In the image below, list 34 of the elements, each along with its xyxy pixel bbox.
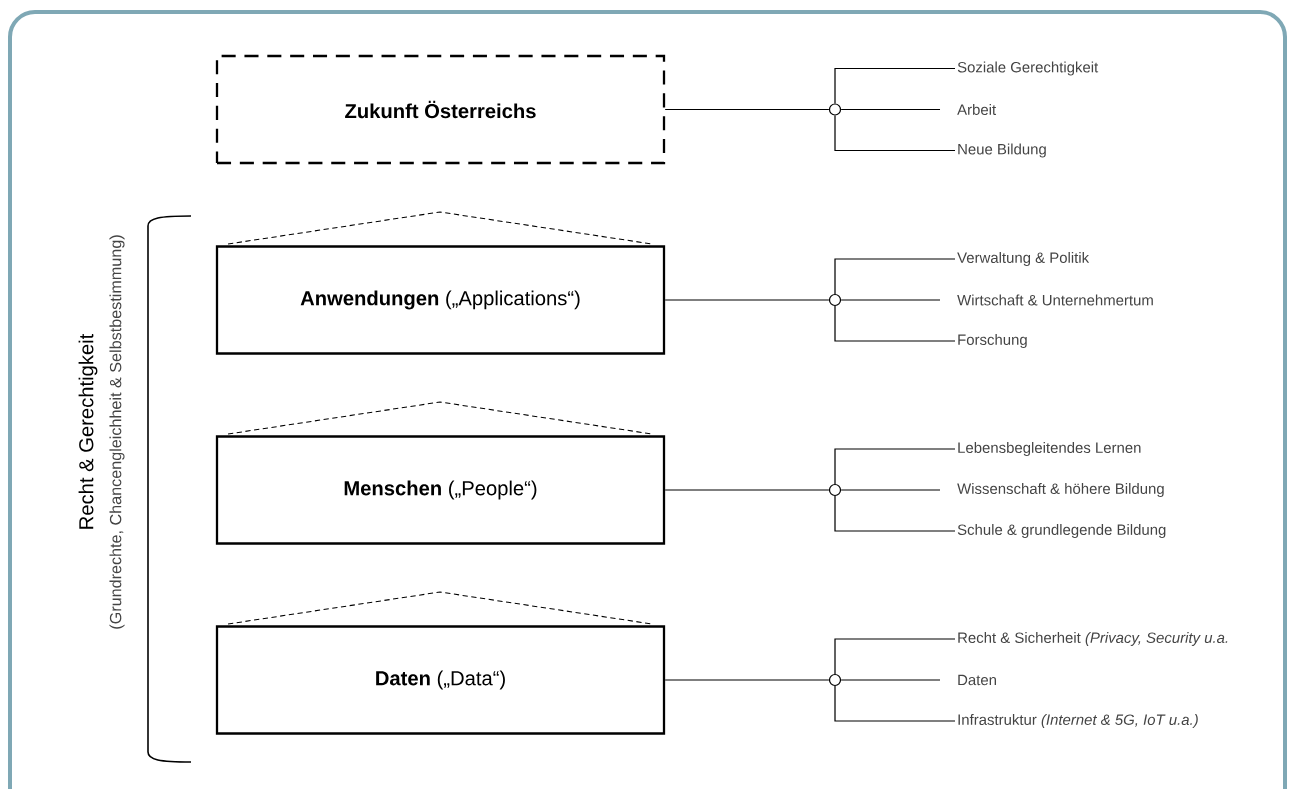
connector-line [834, 638, 956, 675]
connector-line [834, 305, 956, 342]
side-title: Recht & Gerechtigkeit [78, 333, 98, 529]
side-subtitle: (Grundrechte, Chancengleichheit & Selbstbestimmung) [109, 235, 125, 629]
branch-label: Wissenschaft & höhere Bildung [957, 483, 1164, 497]
connector-line [664, 489, 830, 491]
connector-line [834, 115, 956, 152]
branch-label: Schule & grundlegende Bildung [957, 524, 1166, 538]
connector-line [664, 108, 830, 111]
connector-line [840, 108, 941, 111]
connector-line [840, 679, 941, 681]
branch-label: Neue Bildung [958, 143, 1046, 158]
connector-line [840, 299, 941, 301]
branch-label: Soziale Gerechtigkeit [957, 61, 1099, 76]
branch-label: Wirtschaft & Unternehmertum [957, 294, 1153, 306]
layer-box: Daten („Data“) [215, 625, 666, 735]
branch-label: Infrastruktur (Internet & 5G, IoT u.a.) [958, 714, 1198, 728]
connector-line [834, 685, 956, 722]
branch-label: Recht & Sicherheit (Privacy, Security u.a. [958, 632, 1228, 646]
layer-box: Menschen („People“) [215, 435, 666, 545]
connector-line [664, 299, 830, 301]
branch-label: Arbeit [957, 104, 997, 115]
dashed-box: Zukunft Österreichs [215, 54, 666, 165]
branch-label: Verwaltung & Politik [957, 252, 1090, 266]
layer-box: Anwendungen („Applications“) [215, 245, 666, 355]
branch-label: Forschung [958, 334, 1027, 348]
connector-line [834, 67, 956, 104]
connector-line [664, 679, 830, 681]
connector-line [834, 258, 956, 295]
connector-line [834, 448, 956, 485]
branch-label: Daten [958, 674, 996, 686]
connector-line [840, 489, 941, 491]
branch-label: Lebensbegleitendes Lernen [958, 442, 1141, 456]
connector-line [834, 495, 956, 532]
